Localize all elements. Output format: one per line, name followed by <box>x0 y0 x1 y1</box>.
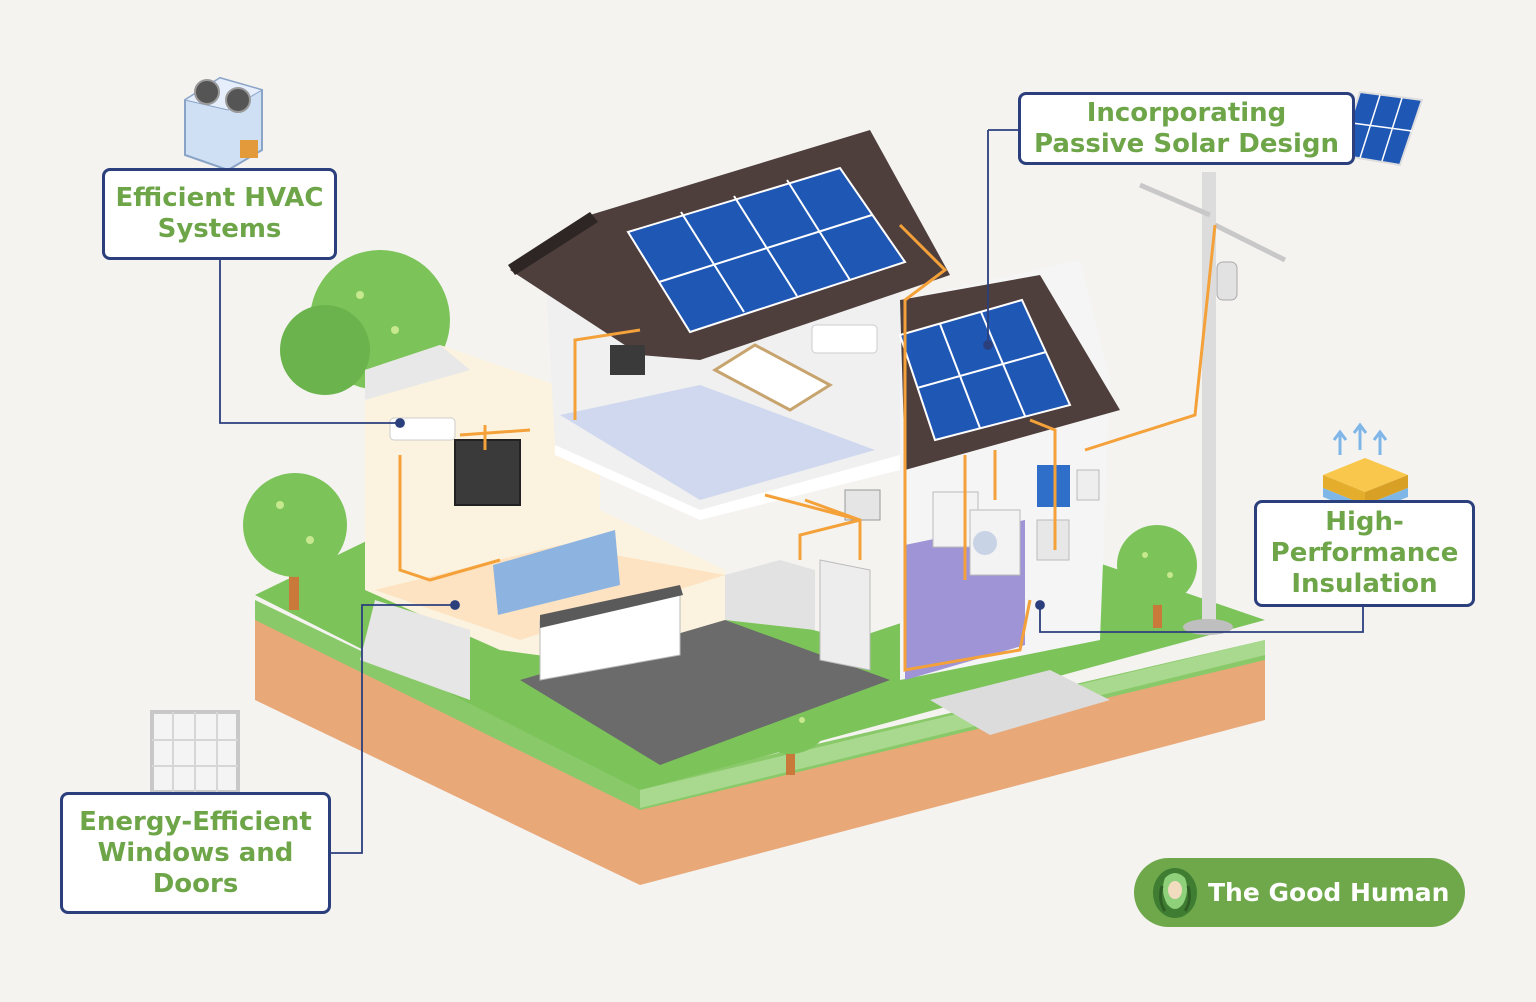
utility-pole <box>1139 172 1287 635</box>
brand-badge: The Good Human <box>1134 858 1465 927</box>
callout-hvac-line2: Systems <box>157 214 282 244</box>
solar-array-main <box>626 166 907 334</box>
brand-name: The Good Human <box>1208 878 1450 907</box>
callout-windows-line3: Doors <box>152 868 239 899</box>
callout-hvac: Efficient HVAC Systems <box>102 168 337 260</box>
solar-panel-icon <box>1338 90 1424 167</box>
solar-array-wing <box>898 298 1072 442</box>
electrical-wiring <box>398 223 1217 672</box>
callout-windows-line1: Energy-Efficient <box>79 806 312 837</box>
callout-windows-line2: Windows and <box>97 837 294 868</box>
tree-left <box>243 473 347 610</box>
brand-logo-icon <box>1153 868 1197 918</box>
tree-right <box>1117 525 1197 628</box>
callout-insulation-line1: High- <box>1325 507 1404 537</box>
callout-solar: Incorporating Passive Solar Design <box>1018 92 1355 165</box>
interior-items <box>389 324 1100 681</box>
callout-insulation-line2: Performance <box>1270 538 1459 568</box>
callout-solar-line2: Passive Solar Design <box>1033 128 1340 159</box>
callout-solar-line1: Incorporating <box>1086 97 1287 128</box>
callout-windows: Energy-Efficient Windows and Doors <box>60 792 331 914</box>
hvac-unit-icon <box>183 76 264 172</box>
window-icon <box>150 710 240 794</box>
callout-hvac-line1: Efficient HVAC <box>115 183 324 213</box>
callout-insulation-line3: Insulation <box>1291 569 1438 599</box>
callout-insulation: High- Performance Insulation <box>1254 500 1475 607</box>
callout-connectors <box>219 129 1364 854</box>
